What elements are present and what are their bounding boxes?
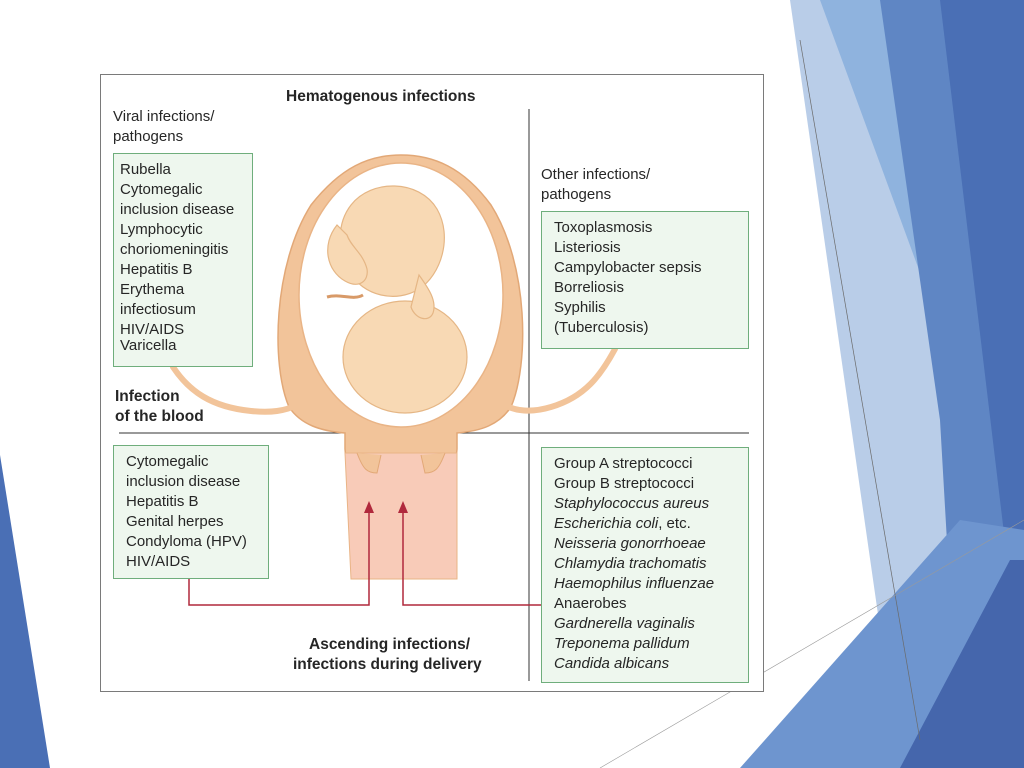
other-pathogens-box: Toxoplasmosis Listeriosis Campylobacter … — [541, 211, 749, 349]
illustration — [119, 109, 749, 681]
list-item: HIV/AIDS — [126, 553, 191, 570]
ascending-arrow-right — [402, 509, 541, 606]
bottom-right-wedge-dark — [900, 560, 1024, 768]
cervix-right — [420, 452, 446, 474]
list-item: Escherichia coli, etc. — [554, 514, 748, 534]
list-item: Listeriosis — [554, 239, 621, 256]
blood-label-line1: Infection — [115, 388, 180, 405]
viral-pathogens-list: Rubella Cytomegalic inclusion disease Ly… — [120, 160, 252, 356]
organism-name: Candida albicans — [554, 655, 670, 672]
ascending-viral-box: Cytomegalic inclusion disease Hepatitis … — [113, 445, 269, 579]
list-item: inclusion disease — [126, 473, 241, 490]
list-item: Condyloma (HPV) — [126, 533, 247, 550]
fetus-arm — [410, 273, 435, 320]
ascending-label-line1: Ascending infections/ — [309, 636, 471, 653]
arrowhead-right — [398, 501, 408, 513]
vagina — [344, 452, 458, 580]
organism-suffix: , etc. — [658, 515, 691, 532]
organism-name: Treponema pallidum — [554, 635, 690, 652]
list-item: Syphilis — [554, 299, 606, 316]
umbilical-cord — [326, 293, 364, 299]
ascending-viral-list: Cytomegalic inclusion disease Hepatitis … — [120, 452, 268, 572]
blood-vessel-right — [502, 346, 618, 414]
list-item: Campylobacter sepsis — [554, 259, 702, 276]
list-item: choriomeningitis — [120, 241, 229, 258]
list-item: (Tuberculosis) — [554, 319, 649, 336]
viral-heading-line1: Viral infections/ — [113, 108, 215, 125]
viral-pathogens-box: Rubella Cytomegalic inclusion disease Ly… — [113, 153, 253, 367]
fetus-head — [342, 300, 468, 414]
list-item: Hepatitis B — [120, 261, 193, 278]
list-item: Gardnerella vaginalis — [554, 614, 748, 634]
arrowhead-left — [364, 501, 374, 513]
list-item: Treponema pallidum — [554, 634, 748, 654]
blood-label-line2: of the blood — [115, 408, 204, 425]
list-item: Borreliosis — [554, 279, 625, 296]
other-pathogens-list: Toxoplasmosis Listeriosis Campylobacter … — [548, 218, 748, 338]
list-item: Group B streptococci — [554, 474, 748, 494]
list-item: Hepatitis B — [126, 493, 199, 510]
viral-heading-line2: pathogens — [113, 128, 184, 145]
organism-name: Chlamydia trachomatis — [554, 555, 707, 572]
organism-name: Anaerobes — [554, 595, 627, 612]
cervix-left — [356, 452, 382, 474]
list-item: Anaerobes — [554, 594, 748, 614]
list-item: HIV/AIDS — [120, 321, 185, 338]
list-item: Group A streptococci — [554, 454, 748, 474]
list-item: Toxoplasmosis — [554, 219, 653, 236]
ascending-label-line2: infections during delivery — [293, 656, 482, 673]
list-item: Varicella — [120, 337, 177, 354]
organism-name: Gardnerella vaginalis — [554, 615, 695, 632]
list-item: infectiosum — [120, 301, 196, 318]
list-item: Neisseria gonorrhoeae — [554, 534, 748, 554]
list-item: Lymphocytic — [120, 221, 203, 238]
list-item: Genital herpes — [126, 513, 224, 530]
fetus-leg — [327, 224, 368, 285]
list-item: Cytomegalic — [126, 453, 209, 470]
thin-guide-line-2 — [599, 519, 1024, 768]
list-item: Candida albicans — [554, 654, 748, 674]
infection-pathways-figure: Hematogenous infections Viral infections… — [100, 74, 764, 692]
organism-name: Escherichia coli — [554, 515, 659, 532]
left-accent — [0, 455, 50, 768]
figure-title: Hematogenous infections — [286, 88, 476, 105]
list-item: Cytomegalic — [120, 181, 203, 198]
list-item: Haemophilus influenzae — [554, 574, 748, 594]
fetus — [326, 185, 468, 414]
blood-vessel-left — [170, 364, 300, 415]
organism-name: Staphylococcus aureus — [554, 495, 710, 512]
organism-name: Haemophilus influenzae — [554, 575, 715, 592]
list-item: Chlamydia trachomatis — [554, 554, 748, 574]
list-item: inclusion disease — [120, 201, 235, 218]
list-item: Rubella — [120, 161, 171, 178]
organism-name: Neisseria gonorrhoeae — [554, 535, 706, 552]
other-heading-line1: Other infections/ — [541, 166, 651, 183]
organism-name: Group A streptococci — [554, 455, 693, 472]
organism-name: Group B streptococci — [554, 475, 695, 492]
list-item: Erythema — [120, 281, 185, 298]
ascending-arrow-left — [188, 509, 370, 606]
other-heading-line2: pathogens — [541, 186, 612, 203]
list-item: Staphylococcus aureus — [554, 494, 748, 514]
right-accent-deep — [940, 0, 1024, 700]
thin-guide-line-1 — [799, 39, 921, 741]
